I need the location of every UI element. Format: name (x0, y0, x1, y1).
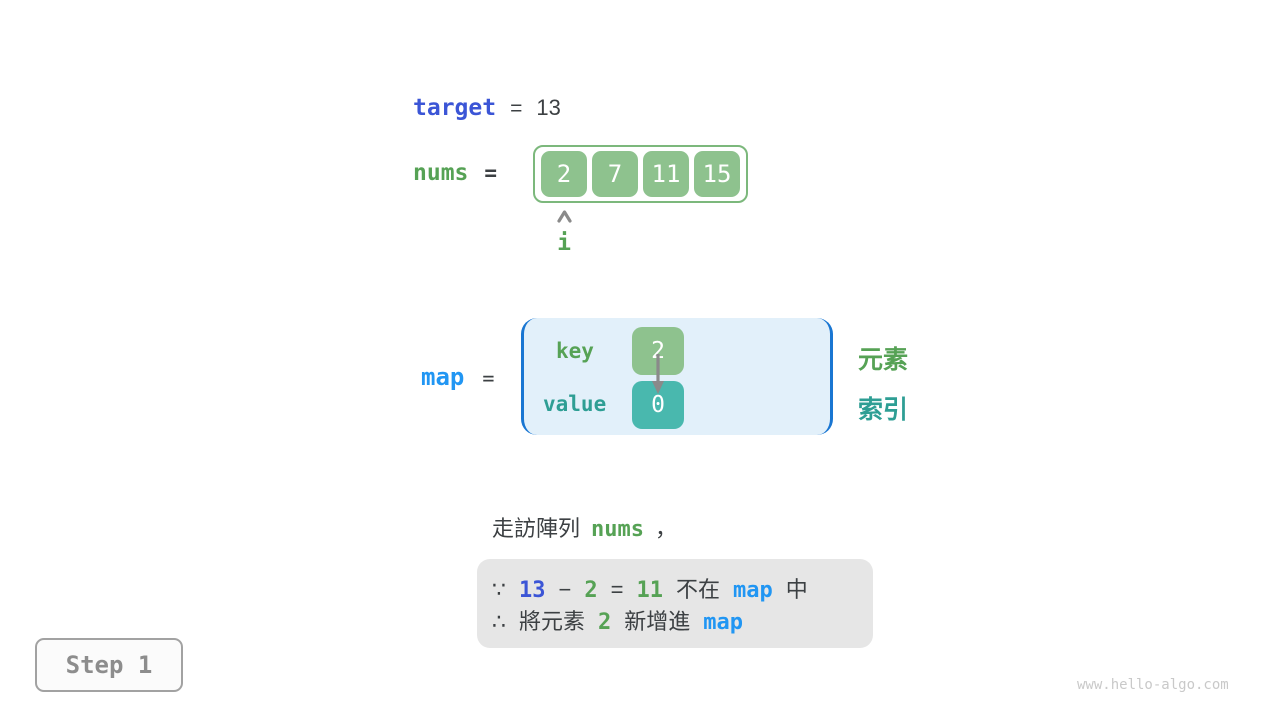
array-cell: 7 (592, 151, 638, 197)
note-box: ∵ 13 − 2 = 11 不在 map 中 ∴ 將元素 2 新增進 map (477, 559, 873, 648)
target-equals: = (510, 97, 523, 120)
nums-line-label: nums = (413, 160, 497, 186)
map-key-label: key (556, 339, 594, 363)
note-diff-value: 11 (636, 578, 663, 603)
note-map-ref: map (732, 578, 773, 603)
caption-prefix: 走訪陣列 (492, 516, 581, 541)
step-label: Step 1 (65, 651, 153, 679)
note-added-value: 2 (598, 610, 612, 635)
note-text-in: 中 (785, 577, 808, 602)
map-variable: map (421, 363, 465, 391)
note-map-ref-2: map (703, 610, 744, 635)
note-text-not-in: 不在 (675, 577, 720, 602)
minus-sign: − (558, 577, 572, 602)
because-symbol: ∵ (492, 577, 506, 602)
map-line-label: map = (421, 363, 494, 391)
equals-sign: = (610, 577, 624, 602)
pointer-i-label: i (557, 230, 571, 256)
caption-comma: ， (655, 516, 678, 541)
note-element-value: 2 (584, 578, 598, 603)
index-annotation: 索引 (858, 396, 909, 424)
note-target-value: 13 (519, 578, 546, 603)
element-annotation: 元素 (858, 346, 909, 374)
therefore-symbol: ∴ (492, 609, 506, 634)
map-value-cell: 0 (632, 381, 684, 429)
array-cell: 2 (541, 151, 587, 197)
note-text-into: 新增進 (624, 609, 691, 634)
caret-up-icon (556, 209, 573, 229)
nums-equals: = (484, 161, 498, 185)
caption-code: nums (591, 517, 644, 542)
nums-variable: nums (413, 160, 469, 186)
arrow-down-icon (648, 352, 668, 403)
step-badge: Step 1 (35, 638, 183, 692)
note-text-add-element: 將元素 (519, 609, 586, 634)
note-line-1: ∵ 13 − 2 = 11 不在 map 中 (492, 572, 858, 604)
array-cell: 11 (643, 151, 689, 197)
target-variable: target (413, 95, 497, 121)
watermark: www.hello-algo.com (1077, 677, 1229, 693)
caption-line: 走訪陣列 nums ， (492, 511, 677, 543)
note-line-2: ∴ 將元素 2 新增進 map (492, 604, 858, 636)
target-value: 13 (536, 95, 561, 120)
nums-array: 2 7 11 15 (533, 145, 748, 203)
target-line: target = 13 (413, 95, 561, 121)
array-cell: 15 (694, 151, 740, 197)
map-equals: = (482, 366, 495, 390)
map-value-label: value (543, 392, 607, 416)
